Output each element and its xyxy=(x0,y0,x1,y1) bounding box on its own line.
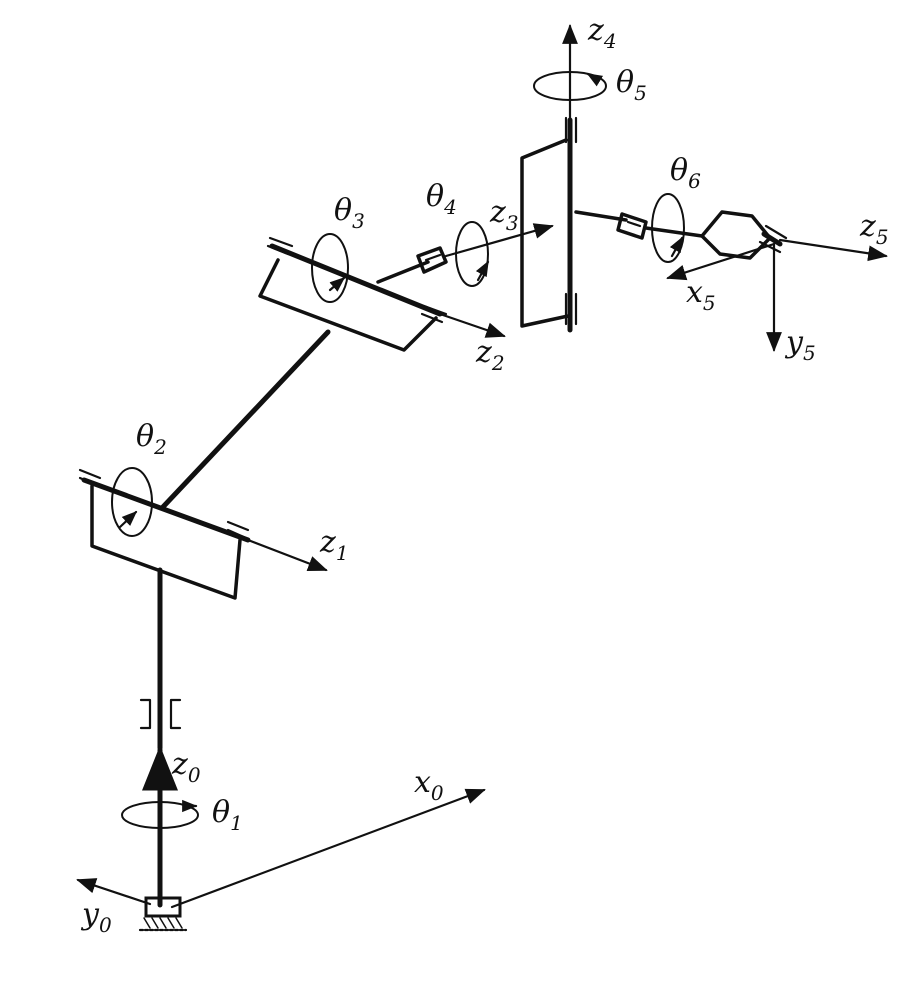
label-theta2: θ2 xyxy=(136,419,167,459)
x0-axis xyxy=(170,788,486,909)
label-z0: z0 xyxy=(171,747,201,787)
label-theta6: θ6 xyxy=(670,153,701,193)
theta4-rotation-icon xyxy=(455,221,490,287)
joint2-housing xyxy=(78,468,251,600)
z5-axis xyxy=(778,238,888,262)
label-y0: y0 xyxy=(80,897,112,937)
joint4-clevis xyxy=(416,246,448,274)
theta1-rotation-icon xyxy=(121,799,199,829)
joint3-housing xyxy=(258,236,448,352)
label-x5: x5 xyxy=(686,275,716,315)
label-z4: z4 xyxy=(587,13,617,53)
label-z1: z1 xyxy=(319,525,349,565)
base-ground xyxy=(138,896,188,932)
z3-axis xyxy=(444,223,554,258)
z1-axis xyxy=(246,538,328,572)
joint5-housing xyxy=(520,116,578,333)
label-theta3: θ3 xyxy=(334,193,365,233)
theta6-rotation-icon xyxy=(651,193,685,263)
label-x0: x0 xyxy=(414,765,444,805)
label-y5: y5 xyxy=(784,325,816,365)
label-theta1: θ1 xyxy=(212,795,243,835)
z2-axis xyxy=(438,312,506,338)
upper-arm-link xyxy=(159,329,331,511)
wrist-link xyxy=(574,210,628,222)
theta3-rotation-icon xyxy=(311,233,349,303)
label-z3: z3 xyxy=(489,195,519,235)
prismatic-bracket xyxy=(139,698,182,730)
gripper xyxy=(700,210,788,260)
joint6-clevis xyxy=(616,212,648,240)
label-theta5: θ5 xyxy=(616,65,647,105)
x5-axis xyxy=(666,242,776,281)
label-z2: z2 xyxy=(475,335,505,375)
tool-shaft xyxy=(644,226,704,238)
label-theta4: θ4 xyxy=(426,179,457,219)
y0-axis xyxy=(76,878,152,906)
theta2-rotation-icon xyxy=(111,467,153,537)
label-z5: z5 xyxy=(859,209,889,249)
theta5-rotation-icon xyxy=(533,71,607,101)
